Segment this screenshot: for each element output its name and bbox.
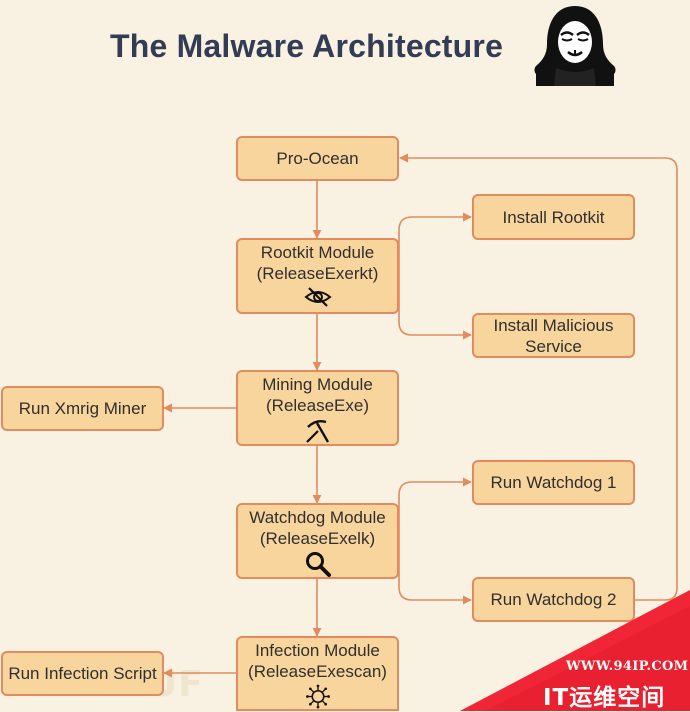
node-infection-module-subtitle: (ReleaseExescan) [248,662,387,681]
node-rootkit-module-subtitle: (ReleaseExerkt) [256,264,379,283]
node-run-infection-script-label: Run Infection Script [8,664,157,683]
node-watchdog-module-title: Watchdog Module [249,508,386,527]
magnifier-icon [305,552,331,577]
node-install-rootkit-label: Install Rootkit [502,207,605,227]
watermark-text: IT运维空间 [543,685,666,711]
virus-icon [305,684,330,709]
node-run-xmrig-miner: Run Xmrig Miner [1,386,164,431]
node-rootkit-module: Rootkit Module (ReleaseExerkt) [236,238,399,314]
hacker-icon [534,6,616,86]
node-pro-ocean-label: Pro-Ocean [276,149,359,168]
edge-run-watchdog2-to-pro-ocean [399,153,678,601]
node-infection-module: Infection Module (ReleaseExescan) [236,636,399,711]
node-run-xmrig-miner-label: Run Xmrig Miner [18,399,147,418]
edge-watchdog-to-run-watchdog1 [398,477,472,540]
node-pro-ocean: Pro-Ocean [236,136,399,181]
page-title: The Malware Architecture [110,28,504,64]
node-install-malicious-service-line2: Service [525,336,582,356]
pickaxe-icon [305,419,329,443]
node-mining-module: Mining Module (ReleaseExe) [236,370,399,446]
node-rootkit-module-title: Rootkit Module [260,243,375,262]
node-mining-module-title: Mining Module [262,375,373,394]
node-run-infection-script: Run Infection Script [1,651,164,696]
edge-watchdog-to-run-watchdog2 [398,540,472,605]
watermark-ribbon [460,590,690,711]
node-run-watchdog-2-label: Run Watchdog 2 [490,590,617,609]
eye-slash-icon [303,287,332,307]
watermark-url: WWW.94IP.COM [566,659,689,674]
node-run-watchdog-2: Run Watchdog 2 [472,577,635,622]
node-infection-module-title: Infection Module [255,641,380,660]
edge-rootkit-to-install-rootkit [398,212,472,275]
node-install-rootkit: Install Rootkit [472,194,635,240]
node-run-watchdog-1: Run Watchdog 1 [472,460,635,505]
node-mining-module-subtitle: (ReleaseExe) [266,396,369,415]
node-watchdog-module: Watchdog Module (ReleaseExelk) [236,503,399,579]
node-install-malicious-service-line1: Install Malicious [493,315,614,335]
edge-rootkit-to-install-service [398,275,472,340]
node-watchdog-module-subtitle: (ReleaseExelk) [259,529,376,548]
node-run-watchdog-1-label: Run Watchdog 1 [490,473,617,492]
node-install-malicious-service: Install Malicious Service [472,313,635,358]
